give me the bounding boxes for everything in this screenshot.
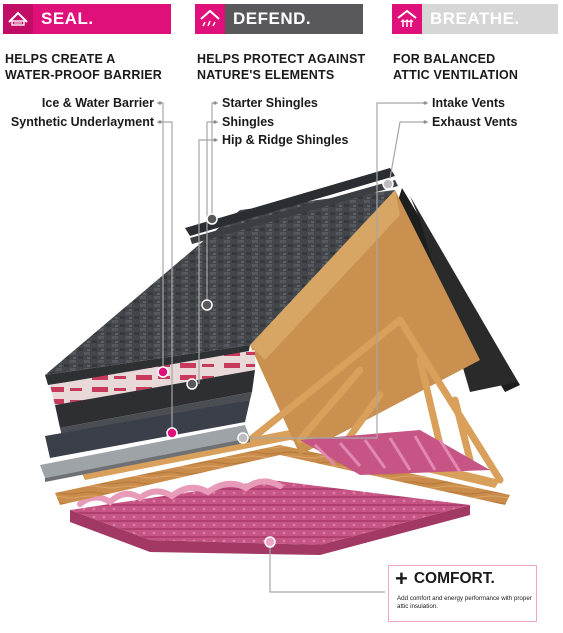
breathe-heading: FOR BALANCED ATTIC VENTILATION bbox=[393, 51, 553, 83]
shingles-marker bbox=[201, 299, 213, 311]
seal-heading-line-2: WATER-PROOF BARRIER bbox=[5, 68, 163, 82]
attic-floor-joists bbox=[55, 430, 510, 505]
attic-insulation-slab bbox=[70, 478, 470, 555]
hip-ridge-shingles-label: Hip & Ridge Shingles bbox=[222, 133, 349, 147]
breathe-heading-line-2: ATTIC VENTILATION bbox=[393, 68, 519, 82]
intake-vents-label: Intake Vents bbox=[432, 96, 505, 110]
comfort-callout-box: + COMFORT. Add comfort and energy perfor… bbox=[388, 565, 537, 622]
breathe-badge: BREATHE. bbox=[392, 4, 558, 34]
shingle-field bbox=[45, 190, 395, 375]
roof-vent-icon bbox=[392, 4, 422, 34]
roof-storm-icon bbox=[195, 4, 225, 34]
ice-water-barrier-strip bbox=[45, 400, 250, 458]
roof-trusses bbox=[246, 316, 504, 484]
exhaust-vents-label: Exhaust Vents bbox=[432, 115, 518, 129]
comfort-title-text: COMFORT. bbox=[413, 570, 495, 587]
intake-vents-marker bbox=[237, 432, 249, 444]
seal-badge: SEAL. bbox=[3, 4, 171, 34]
hip-ridge-marker bbox=[186, 378, 198, 390]
exhaust-vents-marker bbox=[382, 178, 394, 190]
breathe-badge-label: BREATHE. bbox=[430, 9, 520, 28]
seal-badge-label: SEAL. bbox=[41, 9, 94, 28]
comfort-title: + COMFORT. bbox=[395, 566, 495, 591]
starter-shingles-label: Starter Shingles bbox=[222, 96, 318, 110]
seal-heading-line-1: HELPS CREATE A bbox=[5, 52, 116, 66]
seal-heading: HELPS CREATE A WATER-PROOF BARRIER bbox=[5, 51, 175, 83]
plus-icon: + bbox=[395, 566, 408, 591]
synthetic-underlayment-label: Synthetic Underlayment bbox=[10, 115, 154, 129]
comfort-description: Add comfort and energy performance with … bbox=[397, 595, 532, 610]
insulation-batts bbox=[300, 430, 490, 475]
defend-badge: DEFEND. bbox=[195, 4, 363, 34]
defend-heading: HELPS PROTECT AGAINST NATURE'S ELEMENTS bbox=[197, 51, 377, 83]
hip-ridge-shingles bbox=[185, 168, 398, 244]
breathe-heading-line-1: FOR BALANCED bbox=[393, 52, 496, 66]
starter-shingle-strip bbox=[55, 370, 255, 428]
drip-edge-strip bbox=[40, 425, 250, 478]
defend-badge-label: DEFEND. bbox=[233, 9, 312, 28]
roof-seal-icon bbox=[3, 4, 33, 34]
shingles-label: Shingles bbox=[222, 115, 275, 129]
starter-shingles-marker bbox=[206, 213, 218, 225]
synthetic-underlayment-strip bbox=[50, 350, 255, 405]
defend-heading-line-2: NATURE'S ELEMENTS bbox=[197, 68, 335, 82]
defend-heading-line-1: HELPS PROTECT AGAINST bbox=[197, 52, 366, 66]
ice-water-barrier-marker bbox=[157, 366, 169, 378]
synthetic-underlayment-marker bbox=[166, 427, 178, 439]
comfort-marker bbox=[264, 536, 276, 548]
roof-decking bbox=[250, 190, 480, 455]
ice-water-barrier-label: Ice & Water Barrier bbox=[41, 96, 154, 110]
